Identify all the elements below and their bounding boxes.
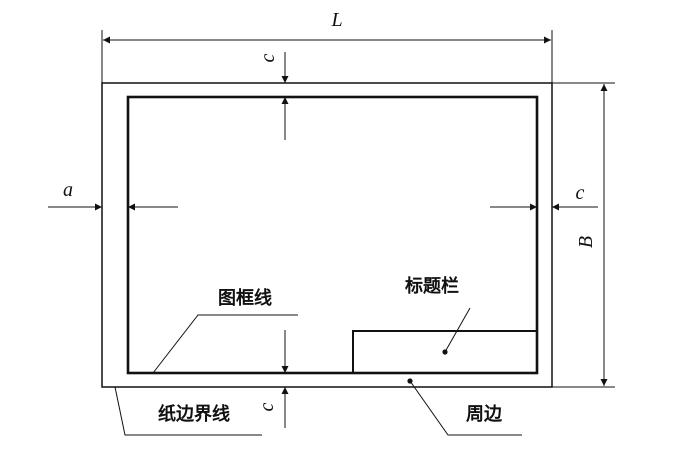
paper-edge-rect <box>101 82 553 388</box>
label-frame-line: 图框线 <box>218 287 272 308</box>
title-block-dot <box>442 349 448 355</box>
dimension-label-c-top: c <box>257 53 279 62</box>
dimension-label-B: B <box>575 236 597 248</box>
label-perimeter: 周边 <box>466 404 503 424</box>
leader-paper-edge <box>114 386 262 436</box>
leader-title-block <box>444 307 471 353</box>
leader-frame-line <box>152 314 298 374</box>
perimeter-dot <box>407 378 413 384</box>
dimension-label-c-bottom: c <box>256 402 278 411</box>
leader-perimeter <box>409 380 522 436</box>
dimension-label-L: L <box>330 9 342 31</box>
label-paper-edge: 纸边界线 <box>158 403 230 424</box>
dimension-label-a: a <box>63 179 73 201</box>
dimension-label-c-right: c <box>576 182 585 204</box>
label-title-block: 标题栏 <box>404 275 459 296</box>
title-block-rect <box>352 330 538 374</box>
frame-rect <box>126 95 539 375</box>
